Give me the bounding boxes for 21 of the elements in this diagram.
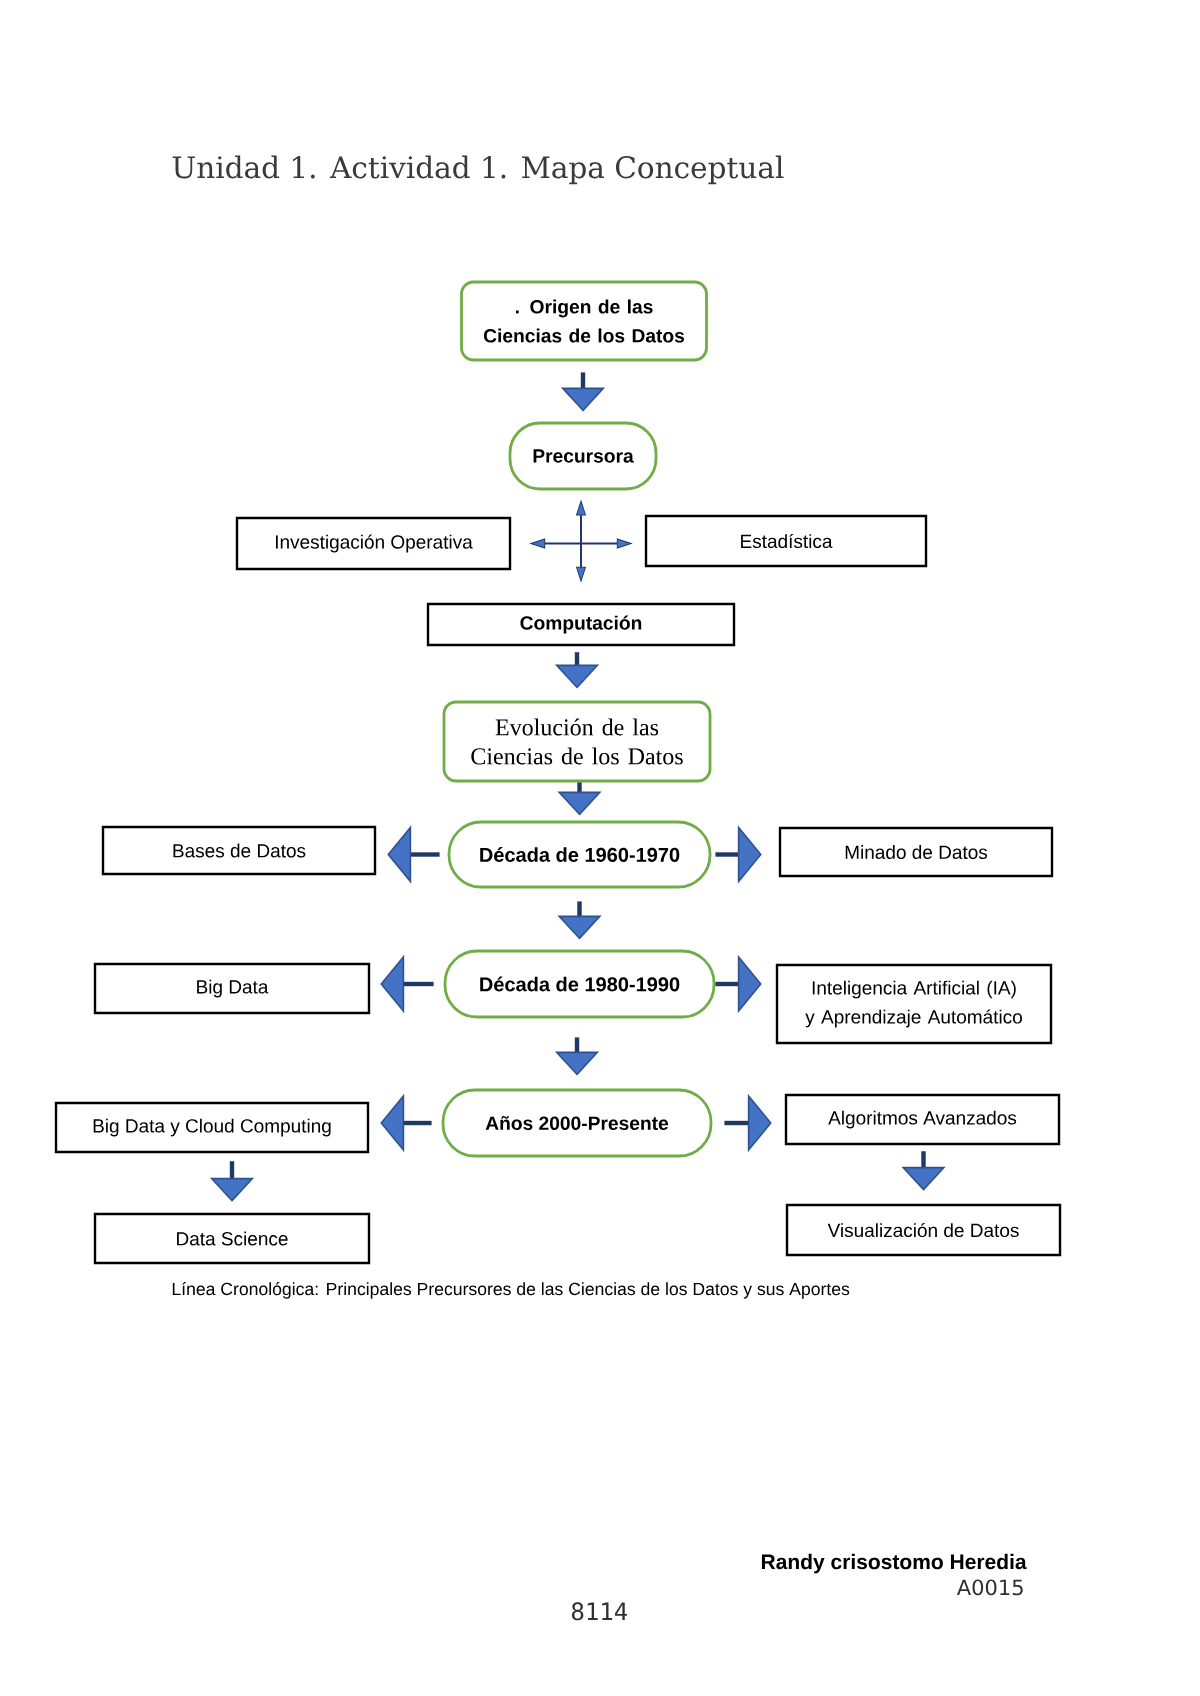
rounded-box: . Origen de las Ciencias de los Datos <box>460 280 708 362</box>
author-name: Randy crisostomo Heredia <box>761 1553 1027 1574</box>
rounded-box: Precursora <box>508 421 658 491</box>
concept-box: Big Data y Cloud Computing <box>54 1101 370 1154</box>
concept-box: Estadística <box>644 514 928 568</box>
title: Unidad 1. Actividad 1. Mapa Conceptual <box>172 155 784 185</box>
double-arrow <box>576 500 586 582</box>
concept-box: Visualización de Datos <box>785 1203 1062 1257</box>
concept-box: Minado de Datos <box>778 826 1054 878</box>
caption: Línea Cronológica: Principales Precursores de las Ciencias de los Datos y sus Aportes <box>172 1282 850 1299</box>
concept-box: Computación <box>426 602 736 647</box>
concept-box: Algoritmos Avanzados <box>784 1093 1061 1146</box>
id-code: A0015 <box>956 1579 1023 1596</box>
number-label: 8114 <box>571 1602 628 1621</box>
concept-box: Inteligencia Artificial (IA) y Aprendizaje Automático <box>775 963 1053 1045</box>
double-arrow <box>530 538 632 549</box>
concept-box: Big Data <box>93 962 371 1015</box>
concept-box: Data Science <box>93 1212 371 1265</box>
rounded-box: Evolución de las Ciencias de los Datos <box>442 700 712 783</box>
concept-box: Bases de Datos <box>101 825 377 876</box>
concept-box: Investigación Operativa <box>235 516 512 571</box>
